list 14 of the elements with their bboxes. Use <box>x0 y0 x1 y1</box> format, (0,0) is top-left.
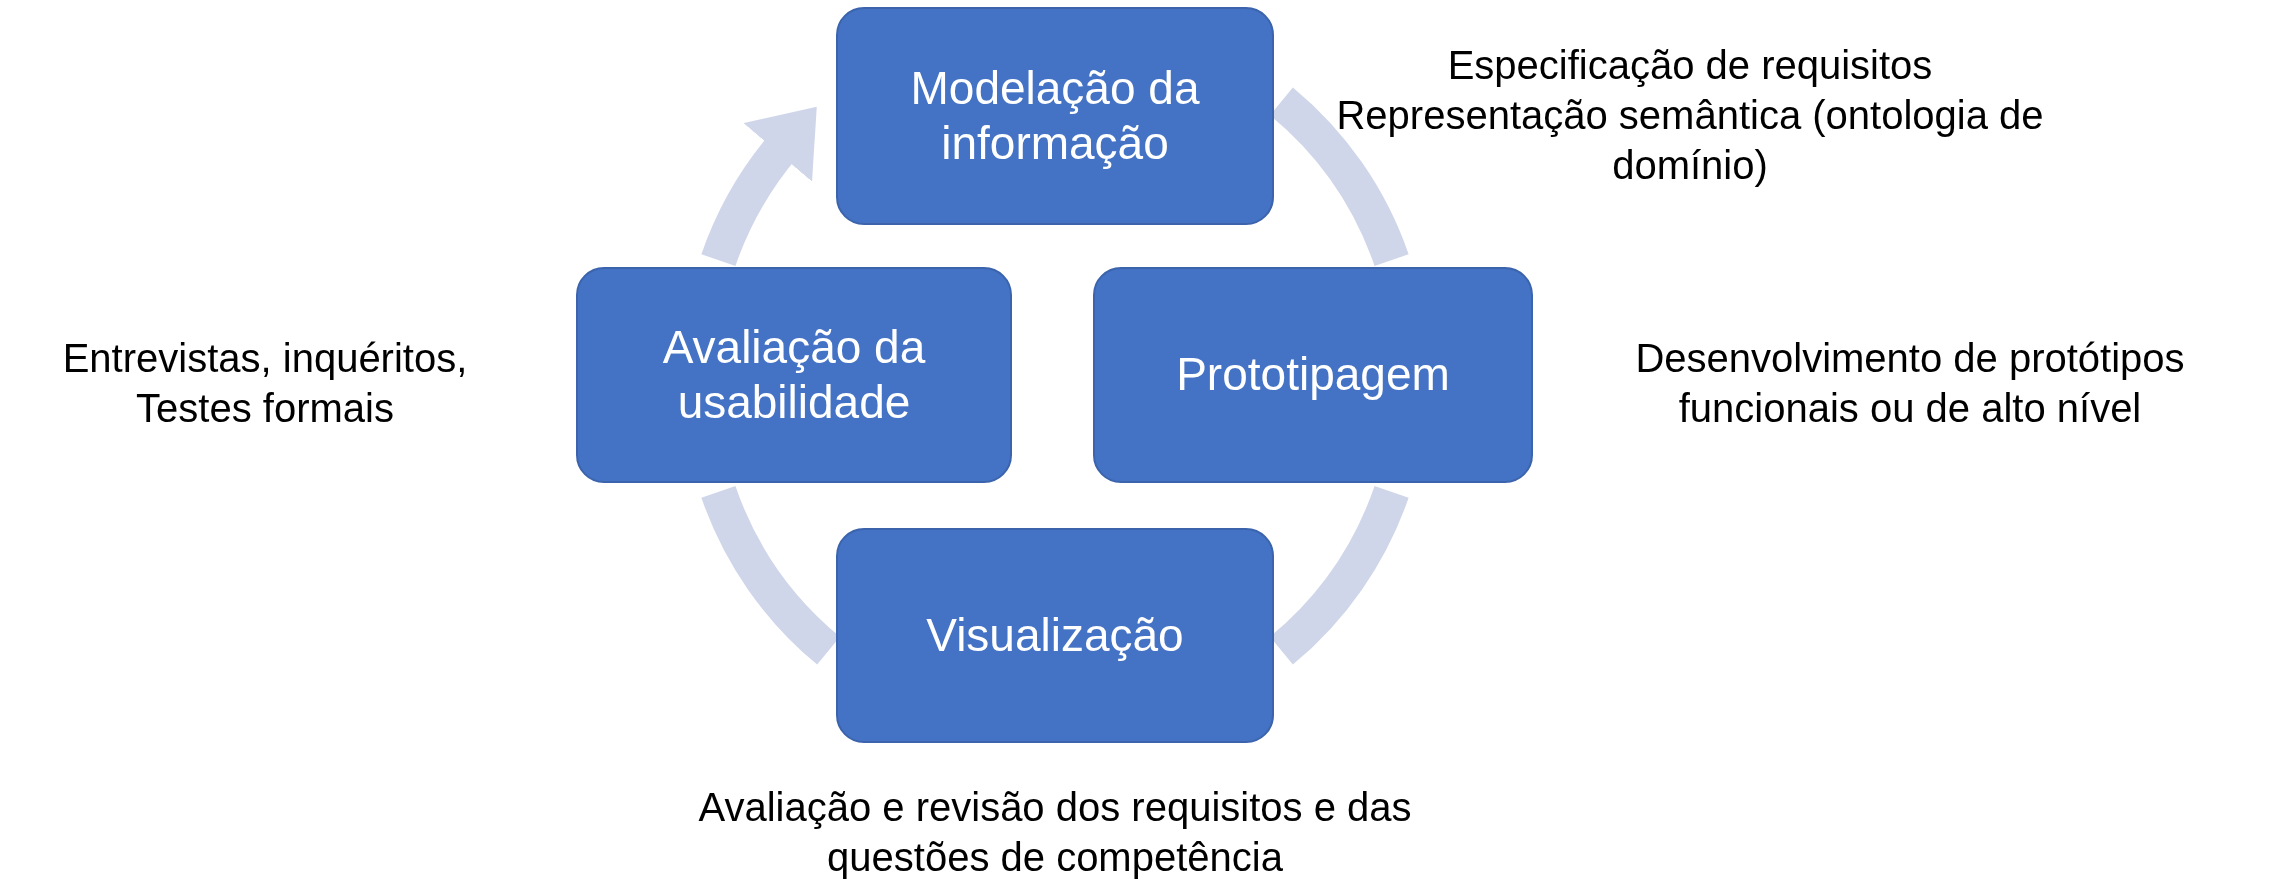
box-label: Prototipagem <box>1176 347 1450 403</box>
annotation-text: Entrevistas, inquéritos, Testes formais <box>61 335 469 432</box>
annotation-text: Avaliação e revisão dos requisitos e das questões de competência <box>697 784 1413 881</box>
annotation-text: Representação semântica (ontologia de domínio) <box>1335 92 2045 189</box>
box-label: Modelação da informação <box>909 60 1201 171</box>
process-box <box>1093 267 1533 483</box>
process-box <box>836 7 1274 225</box>
annotation-text: Especificação de requisitos <box>1446 42 1934 89</box>
process-box <box>576 267 1012 483</box>
cycle-arrow <box>701 105 815 267</box>
process-box <box>836 528 1274 743</box>
box-label: Visualização <box>926 607 1184 663</box>
annotation-text: Desenvolvimento de protótipos funcionais ou de alto nível <box>1634 335 2186 432</box>
box-label: Avaliação da usabilidade <box>661 319 927 430</box>
